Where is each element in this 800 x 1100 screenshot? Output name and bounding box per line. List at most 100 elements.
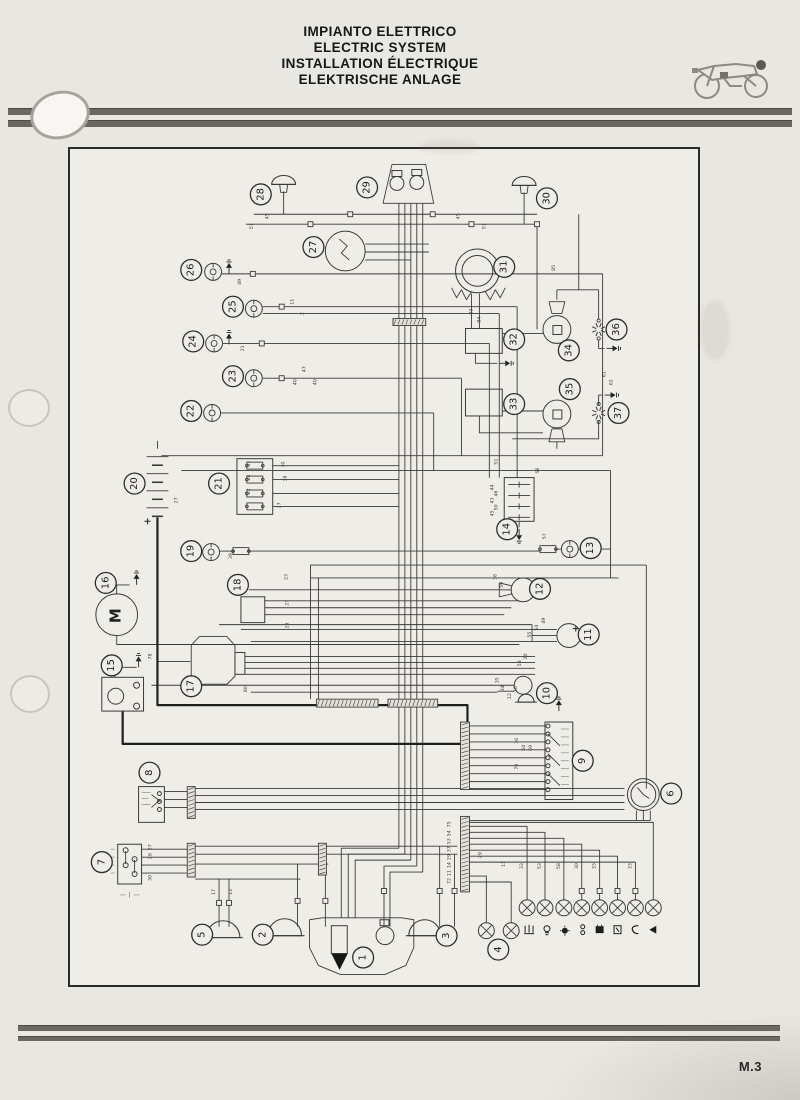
svg-text:22: 22 <box>246 488 252 494</box>
svg-text:36: 36 <box>611 323 622 336</box>
component-callout-21: 21 <box>207 472 231 495</box>
component-callout-23: 23 <box>221 365 245 388</box>
svg-text:84: 84 <box>476 317 482 323</box>
svg-text:69: 69 <box>528 745 534 751</box>
svg-text:3: 3 <box>441 932 452 938</box>
svg-text:51: 51 <box>493 459 499 465</box>
svg-text:24: 24 <box>188 335 199 348</box>
choke-indicator-symbol <box>631 925 639 935</box>
component-callout-36: 36 <box>605 318 628 341</box>
svg-text:32: 32 <box>509 333 520 346</box>
component-callout-18: 18 <box>226 573 250 596</box>
svg-text:17: 17 <box>211 889 217 895</box>
svg-text:40: 40 <box>293 379 299 385</box>
component-callout-6: 6 <box>660 782 683 805</box>
svg-text:51: 51 <box>481 223 487 229</box>
component-callout-26: 26 <box>180 258 203 281</box>
component-callout-27: 27 <box>302 235 325 259</box>
svg-text:2: 2 <box>257 931 268 937</box>
battery-indicator-symbol <box>595 924 604 934</box>
svg-text:61: 61 <box>602 371 608 377</box>
hole-punch-middle <box>8 389 50 427</box>
svg-text:6: 6 <box>666 790 677 796</box>
svg-text:28: 28 <box>147 853 153 859</box>
top-divider-bar-2 <box>8 120 792 127</box>
svg-text:9: 9 <box>577 758 588 764</box>
title-line-french: INSTALLATION ÉLECTRIQUE <box>281 56 479 71</box>
svg-text:11: 11 <box>447 870 453 876</box>
svg-text:16: 16 <box>513 686 519 692</box>
svg-text:7: 7 <box>96 859 107 865</box>
svg-text:25: 25 <box>227 300 238 313</box>
svg-text:38: 38 <box>283 476 289 482</box>
svg-text:33: 33 <box>519 863 525 869</box>
svg-text:80: 80 <box>243 686 249 692</box>
page-title: IMPIANTO ELETTRICO ELECTRIC SYSTEM INSTA… <box>0 24 760 88</box>
bottom-divider-bar-1 <box>18 1025 780 1031</box>
svg-text:51: 51 <box>249 223 255 229</box>
high-beam-indicator-symbol <box>524 924 535 935</box>
svg-text:53: 53 <box>537 863 543 869</box>
svg-text:49: 49 <box>237 279 243 285</box>
oil-indicator-symbol <box>580 924 586 936</box>
svg-text:30: 30 <box>574 863 580 869</box>
svg-text:29: 29 <box>477 852 483 858</box>
component-callout-10: 10 <box>535 682 559 705</box>
svg-text:23: 23 <box>284 574 290 580</box>
component-callout-19: 19 <box>180 540 203 563</box>
svg-text:33: 33 <box>592 863 598 869</box>
svg-text:4: 4 <box>493 946 504 952</box>
svg-text:34: 34 <box>500 685 506 691</box>
svg-text:27: 27 <box>173 497 179 503</box>
component-callout-1: 1 <box>352 946 375 969</box>
svg-text:37: 37 <box>447 846 453 852</box>
svg-text:2: 2 <box>300 312 306 315</box>
svg-text:53: 53 <box>447 838 453 844</box>
svg-text:27: 27 <box>308 241 319 254</box>
svg-text:40: 40 <box>312 379 318 385</box>
svg-text:46: 46 <box>493 490 499 496</box>
component-callout-14: 14 <box>496 518 519 541</box>
component-callout-12: 12 <box>528 577 552 600</box>
svg-text:27: 27 <box>147 844 153 850</box>
svg-text:12: 12 <box>507 693 513 699</box>
svg-text:8: 8 <box>144 770 155 776</box>
component-callout-17: 17 <box>180 675 203 698</box>
svg-text:12: 12 <box>535 583 546 596</box>
svg-text:28: 28 <box>255 188 266 201</box>
arrow-indicator-symbol <box>649 925 657 934</box>
svg-text:64: 64 <box>521 745 527 751</box>
svg-text:22: 22 <box>186 405 197 418</box>
hole-punch-bottom <box>10 675 50 713</box>
svg-text:50: 50 <box>493 504 499 510</box>
svg-text:1: 1 <box>358 954 369 960</box>
component-callout-2: 2 <box>251 923 274 946</box>
svg-text:75: 75 <box>447 821 453 827</box>
top-divider-bar-1 <box>8 108 792 115</box>
svg-text:58: 58 <box>517 660 523 666</box>
svg-text:21: 21 <box>214 477 225 490</box>
svg-text:45: 45 <box>456 213 462 219</box>
svg-text:23: 23 <box>227 370 238 383</box>
svg-text:5: 5 <box>197 931 208 937</box>
svg-text:30: 30 <box>147 875 153 881</box>
svg-text:21: 21 <box>240 345 246 351</box>
svg-text:36: 36 <box>492 574 498 580</box>
svg-text:54: 54 <box>447 830 453 836</box>
svg-text:44: 44 <box>489 484 495 490</box>
svg-text:26: 26 <box>186 264 197 277</box>
title-line-italian: IMPIANTO ELETTRICO <box>303 24 457 39</box>
svg-text:33: 33 <box>509 398 520 411</box>
svg-text:29: 29 <box>362 181 373 194</box>
svg-text:78: 78 <box>147 653 153 659</box>
svg-text:57: 57 <box>542 533 548 539</box>
svg-text:11: 11 <box>501 861 507 867</box>
svg-text:11: 11 <box>583 628 594 641</box>
component-callout-35: 35 <box>558 378 581 401</box>
bulb-indicator-symbol <box>543 925 551 936</box>
svg-text:45: 45 <box>489 510 495 516</box>
svg-text:24: 24 <box>246 475 252 481</box>
svg-text:59: 59 <box>499 582 505 588</box>
component-callout-25: 25 <box>221 295 245 318</box>
